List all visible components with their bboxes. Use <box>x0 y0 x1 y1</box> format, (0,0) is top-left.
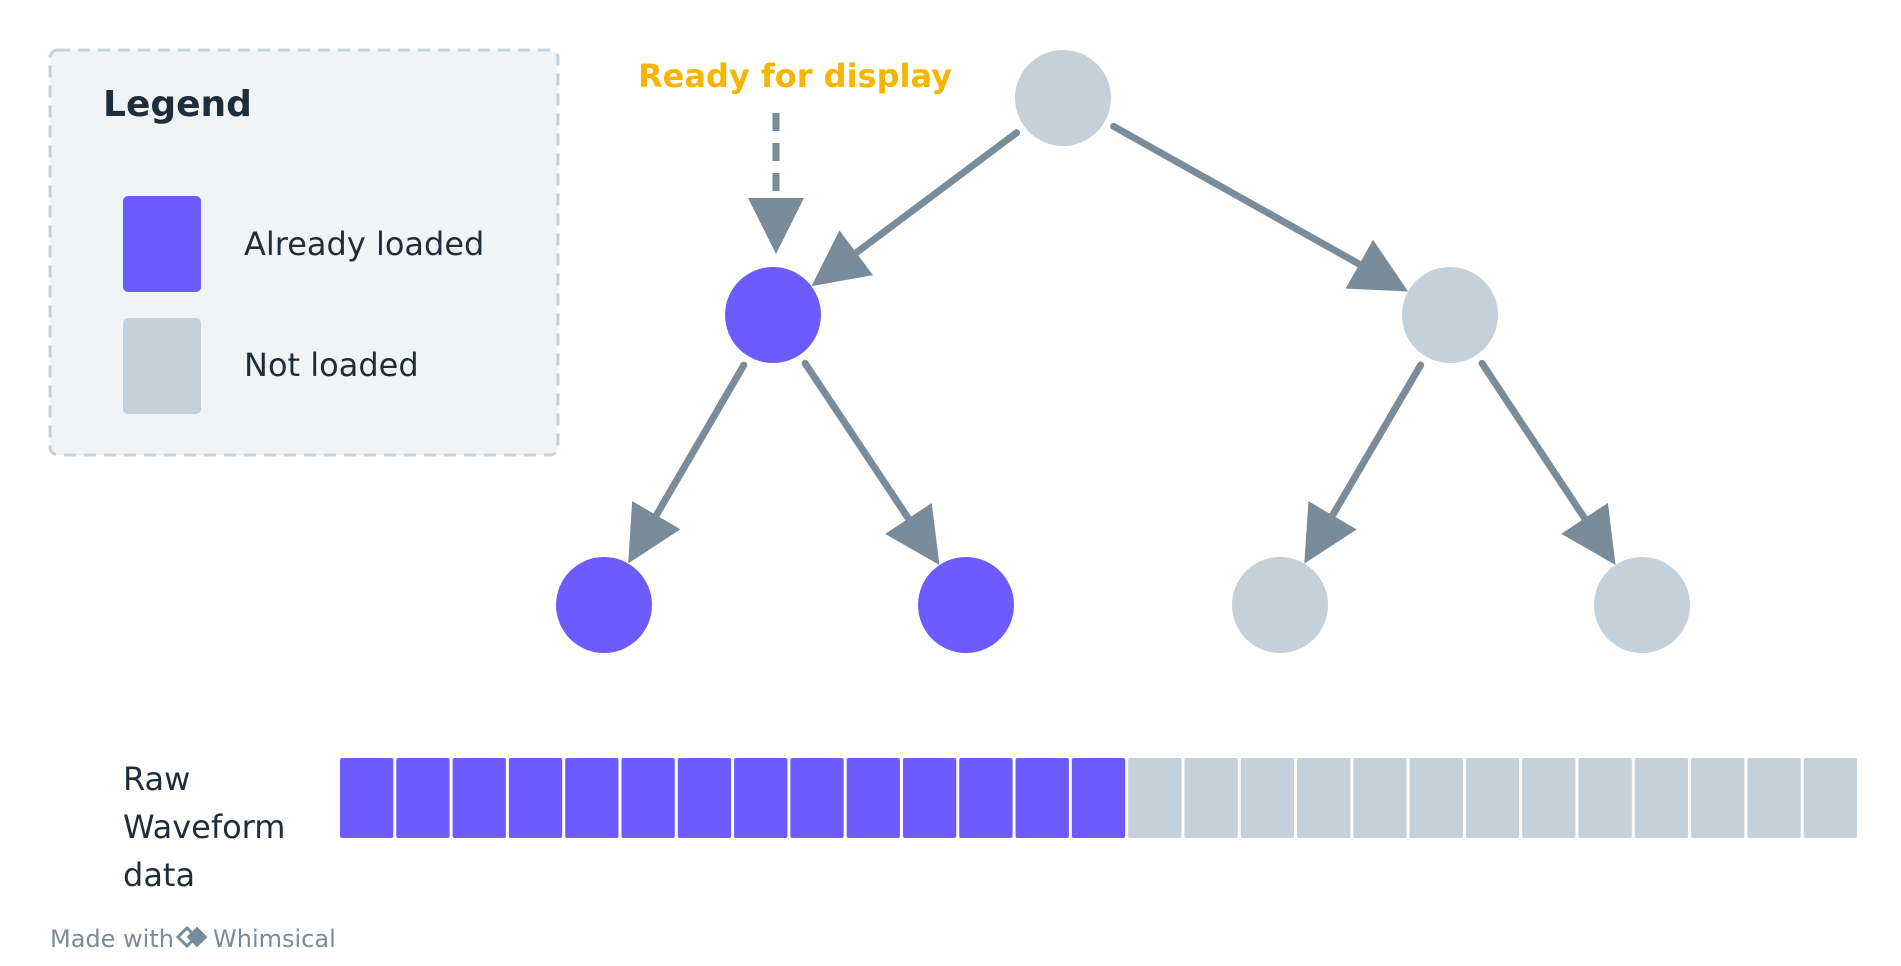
annotation: Ready for display <box>638 57 952 254</box>
legend-swatch-loaded <box>123 196 201 292</box>
footer: Made with Whimsical <box>50 925 336 953</box>
edge-mid-left-to-leaf-2 <box>801 359 940 566</box>
whimsical-diamond-icon <box>175 925 208 949</box>
waveform-segment <box>846 758 900 838</box>
waveform: Raw Waveform data <box>123 758 1857 894</box>
waveform-segment <box>1240 758 1295 838</box>
edge-mid-left-to-leaf-1 <box>628 361 748 564</box>
edge-root-to-mid-left <box>811 129 1021 287</box>
waveform-segment <box>565 758 619 838</box>
footer-brand: Whimsical <box>213 925 336 953</box>
waveform-segment <box>1522 758 1576 838</box>
tree-node-root <box>1015 50 1111 146</box>
tree-node-leaf-4 <box>1594 557 1690 653</box>
waveform-segment <box>1297 758 1351 838</box>
annotation-label: Ready for display <box>638 57 952 95</box>
tree-node-mid-left <box>725 267 821 363</box>
tree-nodes <box>556 50 1690 653</box>
waveform-bar <box>340 758 1857 838</box>
legend-swatch-not-loaded <box>123 318 201 414</box>
footer-prefix: Made with <box>50 925 174 953</box>
waveform-segment <box>677 758 732 838</box>
waveform-segment <box>1353 758 1407 838</box>
tree-node-leaf-3 <box>1232 557 1328 653</box>
waveform-label-line-3: data <box>123 856 195 894</box>
waveform-segment <box>1465 758 1520 838</box>
waveform-segment <box>1691 758 1745 838</box>
tree-edges <box>628 122 1616 566</box>
waveform-segment <box>1803 758 1857 838</box>
waveform-segment <box>621 758 675 838</box>
tree-node-leaf-2 <box>918 557 1014 653</box>
edge-mid-right-to-leaf-4 <box>1478 359 1616 565</box>
waveform-label-line-2: Waveform <box>123 808 285 846</box>
tree-node-mid-right <box>1402 267 1498 363</box>
waveform-segment <box>790 758 844 838</box>
legend-title: Legend <box>103 84 252 125</box>
waveform-segment <box>1409 758 1463 838</box>
waveform-segment <box>340 758 394 838</box>
legend: Legend Already loaded Not loaded <box>48 48 560 457</box>
waveform-segment <box>902 758 957 838</box>
waveform-segment <box>1634 758 1689 838</box>
waveform-segment <box>1015 758 1069 838</box>
waveform-segment <box>1578 758 1632 838</box>
waveform-segment <box>1128 758 1182 838</box>
waveform-segment <box>452 758 506 838</box>
waveform-label: Raw Waveform data <box>123 760 296 894</box>
tree-node-leaf-1 <box>556 557 652 653</box>
waveform-segment <box>1184 758 1238 838</box>
legend-label-loaded: Already loaded <box>244 225 484 263</box>
waveform-segment <box>508 758 563 838</box>
edge-mid-right-to-leaf-3 <box>1304 361 1425 564</box>
waveform-segment <box>396 758 450 838</box>
waveform-segment <box>1071 758 1126 838</box>
waveform-segment <box>734 758 788 838</box>
waveform-segment <box>959 758 1013 838</box>
waveform-label-line-1: Raw <box>123 760 190 798</box>
waveform-segment <box>1747 758 1801 838</box>
legend-label-not-loaded: Not loaded <box>244 346 419 384</box>
edge-root-to-mid-right <box>1110 122 1409 292</box>
